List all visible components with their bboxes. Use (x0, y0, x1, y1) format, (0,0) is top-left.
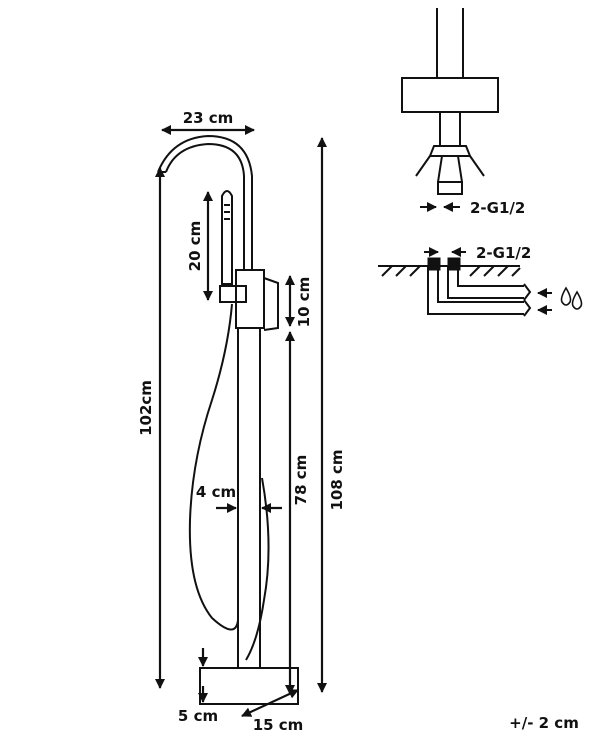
label-mixer-10: 10 cm (295, 277, 313, 328)
floor-fittings (427, 257, 461, 271)
faucet-outline (157, 134, 299, 705)
label-top-connector: 2-G1/2 (470, 199, 525, 217)
dim-base-15 (241, 689, 299, 717)
label-total-102: 102cm (137, 380, 155, 436)
dimension-lines (155, 125, 327, 717)
water-drops-icon (560, 286, 583, 310)
label-overall-108: 108 cm (328, 449, 346, 510)
connector-detail (401, 8, 499, 195)
label-base-15: 15 cm (253, 716, 304, 734)
label-spout-width: 23 cm (183, 109, 234, 127)
label-hand-shower: 20 cm (186, 221, 204, 272)
label-column-78: 78 cm (292, 455, 310, 506)
label-column-4: 4 cm (196, 483, 236, 501)
tolerance-note: +/- 2 cm (509, 714, 579, 732)
label-floor-connector: 2-G1/2 (476, 244, 531, 262)
floor-detail (378, 265, 532, 317)
label-base-5: 5 cm (178, 707, 218, 725)
floor-arrows (424, 247, 552, 315)
